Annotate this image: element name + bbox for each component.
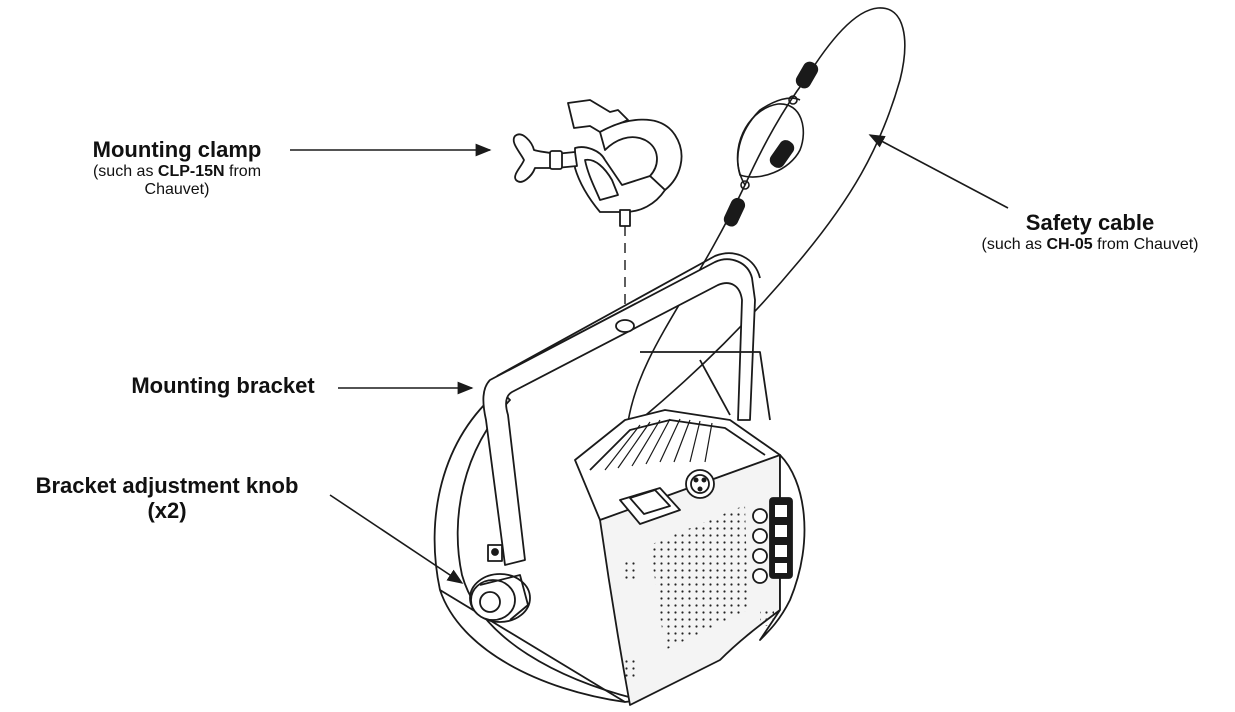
arrow-bracket-knob bbox=[329, 494, 464, 584]
leader-arrows bbox=[290, 134, 1009, 584]
mounting-clamp-note: (such as CLP-15N from bbox=[92, 162, 262, 180]
label-safety-cable: Safety cable (such as CH-05 from Chauvet… bbox=[940, 210, 1235, 254]
label-mounting-bracket: Mounting bracket bbox=[108, 373, 338, 399]
mounting-clamp-note-line2: Chauvet) bbox=[144, 180, 210, 198]
bracket-knob-title: Bracket adjustment knob bbox=[35, 473, 299, 498]
arrow-safety-cable bbox=[868, 134, 1009, 209]
mounting-bracket-title: Mounting bracket bbox=[131, 373, 315, 398]
label-bracket-knob: Bracket adjustment knob (x2) bbox=[6, 473, 328, 523]
label-mounting-clamp: Mounting clamp (such as CLP-15N from Cha… bbox=[62, 137, 292, 198]
fixture-body bbox=[433, 252, 806, 706]
bracket-knob-count: (x2) bbox=[147, 497, 187, 523]
mounting-clamp-title: Mounting clamp bbox=[92, 137, 262, 162]
safety-cable bbox=[627, 7, 906, 423]
safety-cable-title: Safety cable bbox=[1025, 210, 1155, 235]
mounting-clamp-drawing bbox=[512, 99, 683, 227]
safety-cable-note: (such as CH-05 from Chauvet) bbox=[981, 235, 1199, 253]
